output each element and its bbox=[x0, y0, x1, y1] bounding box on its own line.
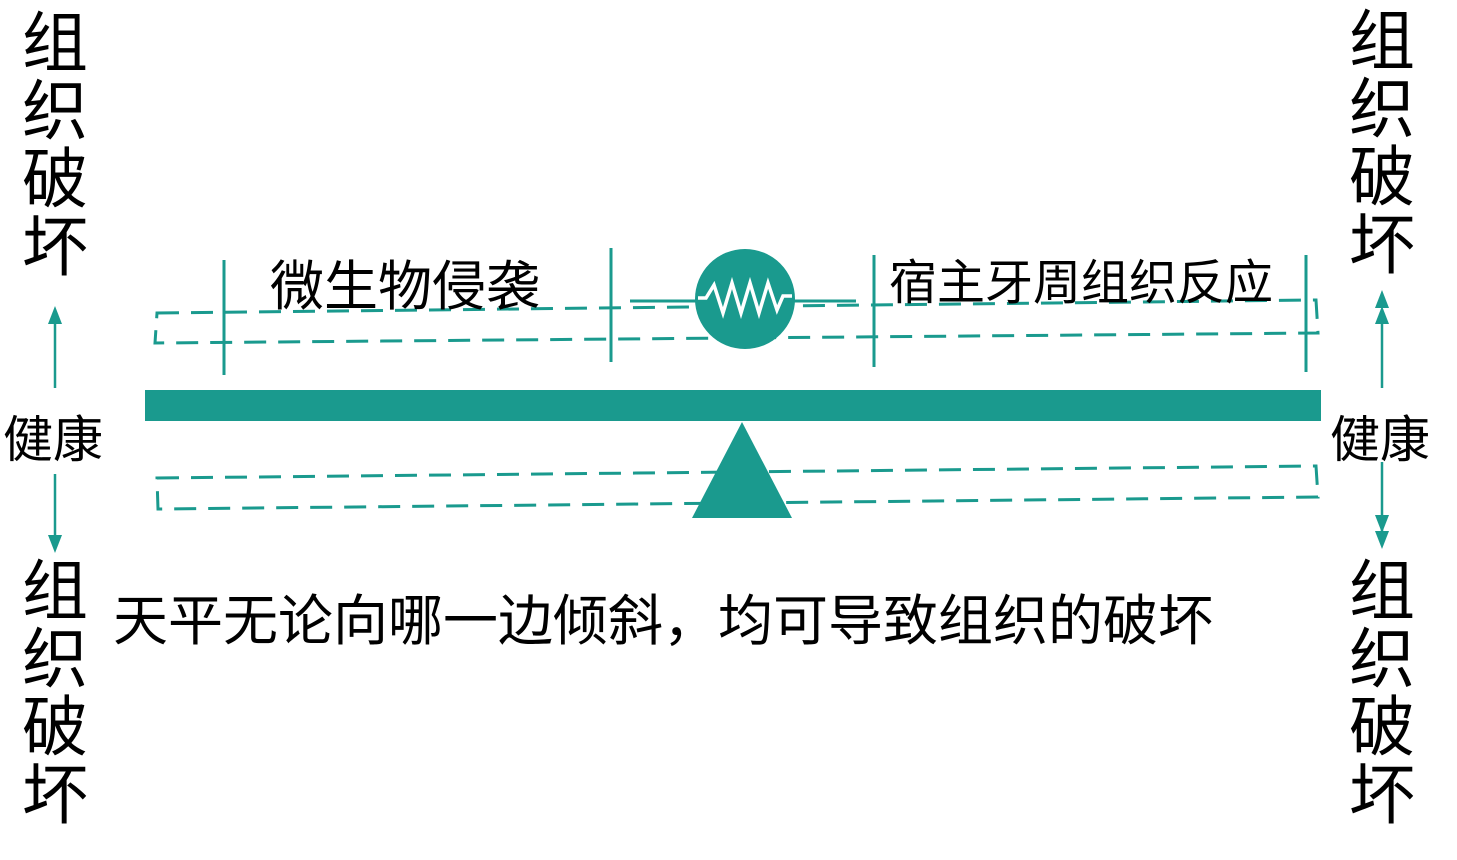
balance-beam bbox=[145, 390, 1321, 421]
right-top-outcome: 组织破坏 bbox=[1349, 3, 1415, 284]
right-arrows bbox=[1375, 290, 1389, 549]
fulcrum-triangle bbox=[692, 422, 792, 518]
zigzag-circle-icon bbox=[630, 249, 856, 349]
left-top-outcome: 组织破坏 bbox=[22, 5, 88, 286]
left-health-state: 健康 bbox=[3, 411, 103, 469]
left-arrows bbox=[48, 306, 62, 553]
pan-bracket-lines bbox=[222, 248, 1308, 375]
left-bottom-outcome: 组织破坏 bbox=[22, 553, 88, 834]
tilted-beam-up bbox=[153, 298, 1320, 345]
right-health-state: 健康 bbox=[1330, 411, 1430, 469]
tilted-beam-down bbox=[155, 464, 1320, 511]
caption-text: 天平无论向哪一边倾斜，均可导致组织的破坏 bbox=[113, 589, 1214, 653]
microbial-invasion-label: 微生物侵袭 bbox=[270, 255, 540, 318]
right-bottom-outcome: 组织破坏 bbox=[1349, 553, 1415, 834]
host-response-label: 宿主牙周组织反应 bbox=[889, 255, 1274, 311]
